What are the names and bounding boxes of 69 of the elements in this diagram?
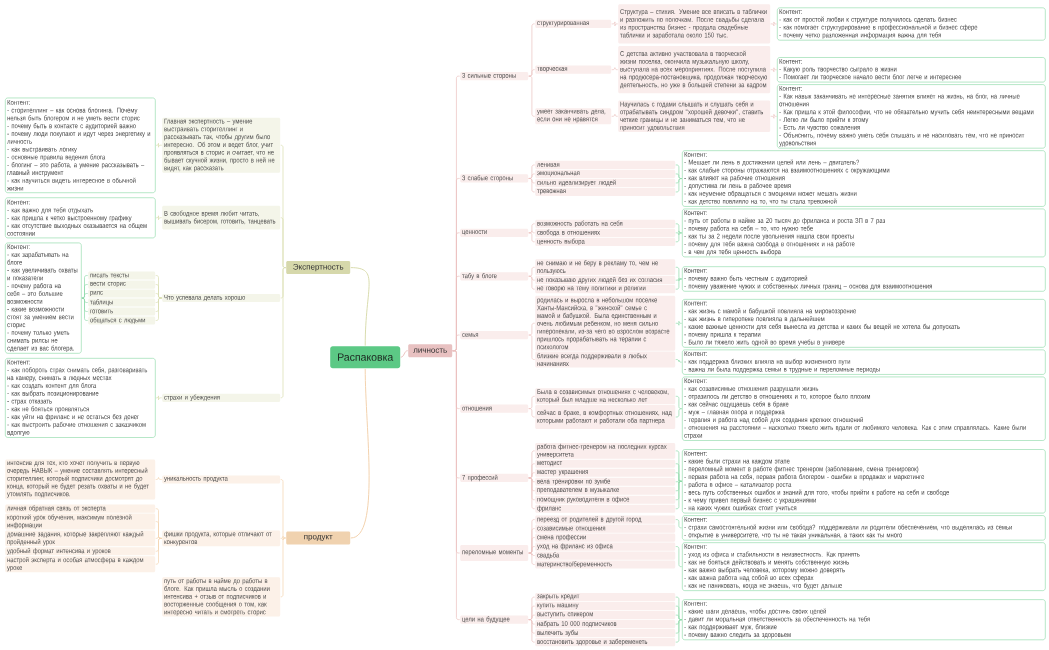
connector-line [155,395,162,401]
connector-line [280,217,286,268]
connector-line [155,297,162,321]
connector-line [155,143,162,148]
connector-line [528,69,535,77]
connector-line [528,266,535,277]
bracket-line [675,266,682,280]
bracket-line [675,395,682,410]
connector-line [611,113,618,117]
connector-line [528,173,535,179]
connector-line [611,21,618,27]
bracket-line [675,408,682,418]
connector-line [350,267,370,347]
connector-line [770,67,777,73]
connector-line [528,75,535,117]
connector-line [611,67,618,71]
connector-line [528,408,535,418]
connector-line [528,614,535,620]
connector-line [280,479,286,539]
bracket-line [675,178,682,193]
connector-line [528,334,535,360]
connector-line [770,21,777,27]
central-topic-box: Распаковка [330,346,401,369]
connector-line [155,477,162,480]
connector-line [770,114,777,119]
connector-line [528,395,535,409]
connector-line [528,275,535,290]
bracket-line [675,519,682,529]
bracket-line [675,359,682,363]
connector-line [400,350,409,358]
connector-line [155,536,162,539]
bracket-line [675,479,682,484]
connector-line [280,536,286,541]
branch-topic-box: продукт [286,531,351,545]
connector-line [528,223,535,234]
bracket-line [675,619,682,643]
connector-line [528,619,535,643]
connector-line [155,215,162,221]
bracket-line [675,173,682,179]
connector-line [350,368,370,539]
bracket-line [675,321,682,326]
bracket-line [675,472,682,482]
connector-line [528,546,535,554]
connector-line [155,293,162,299]
bracket-line [675,480,682,510]
connector-line [528,472,535,479]
bracket-line [675,164,682,179]
connector-line [452,334,460,352]
connector-line [280,537,286,598]
branch-topic-box: Экспертность [286,261,351,275]
bracket-line [675,278,682,290]
bracket-line [675,230,682,236]
connector-line [528,232,535,243]
connector-line [452,350,460,620]
bracket-line [675,223,682,234]
bracket-line [675,546,682,567]
connector-line [528,552,535,565]
connector-line [528,178,535,193]
bracket-line [675,232,682,243]
connector-line [155,538,162,565]
connector-line [280,267,286,399]
connector-line [155,521,162,539]
bracket-line [81,293,88,299]
connector-line [528,322,535,336]
connector-line [528,477,535,510]
branch-topic-box: личность [408,344,453,358]
bracket-line [675,277,682,282]
bracket-line [81,297,88,321]
bracket-line [675,614,682,621]
